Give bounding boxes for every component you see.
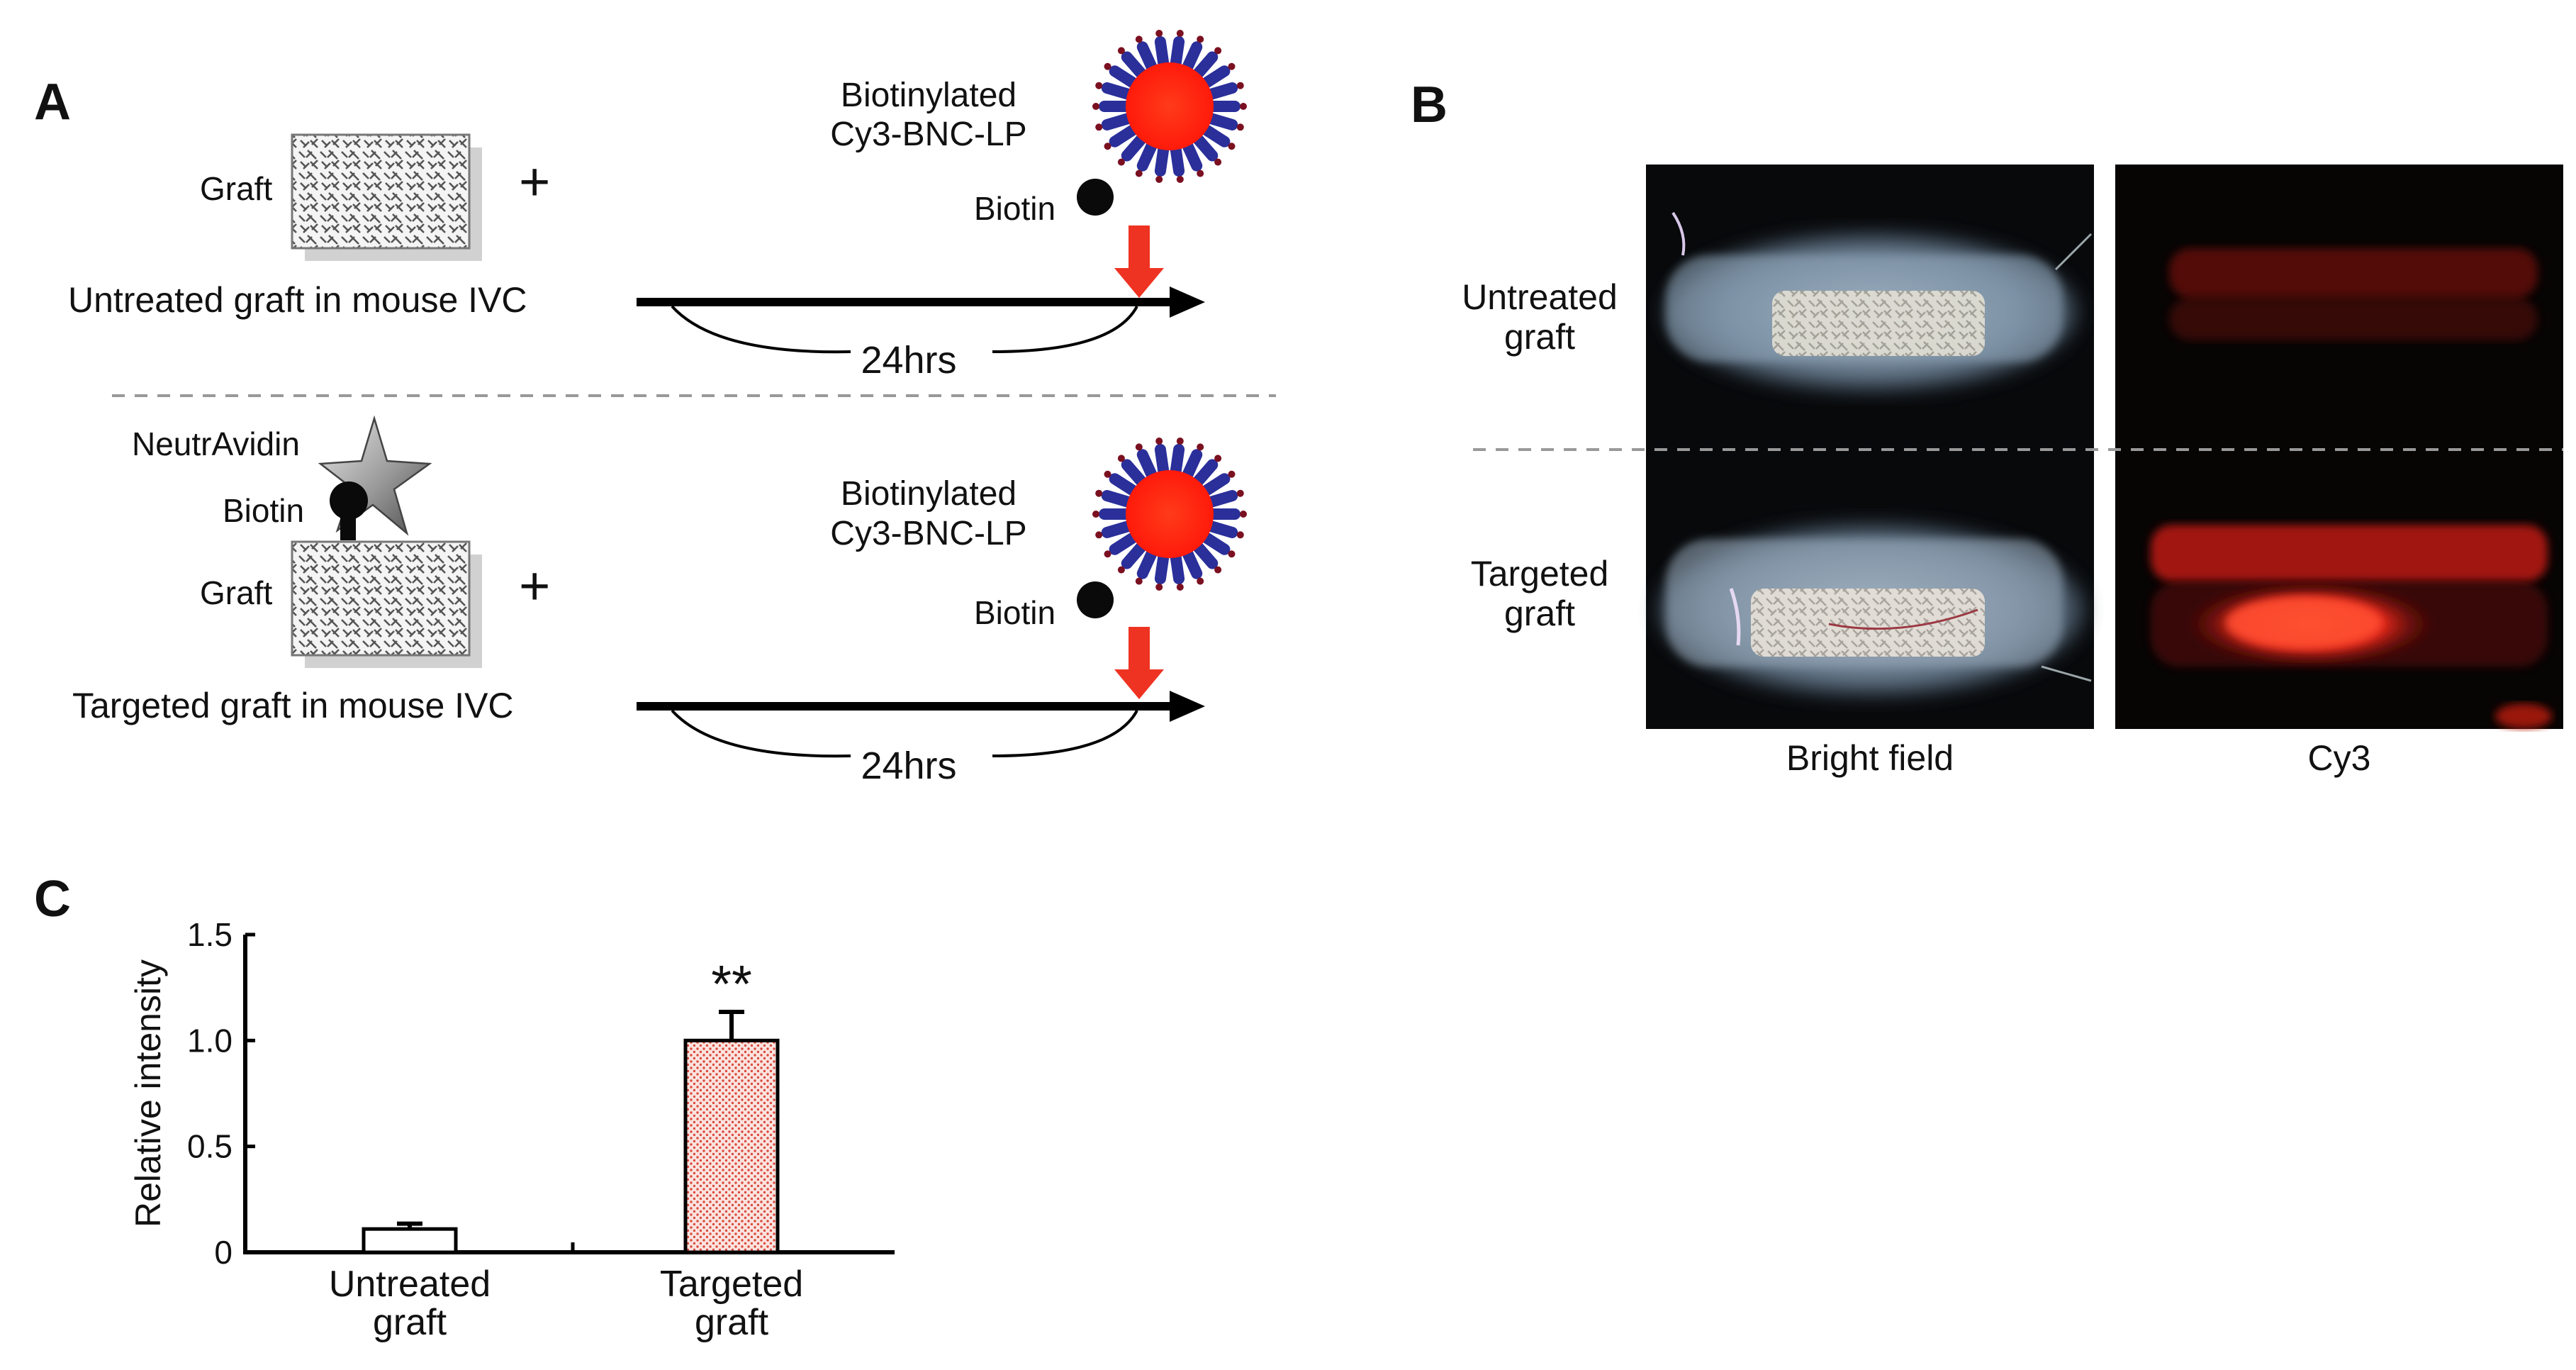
category-label: graft — [373, 1302, 447, 1343]
category-label: Untreated — [329, 1264, 491, 1305]
category-label: graft — [695, 1302, 769, 1343]
graft-label: Graft — [200, 170, 272, 207]
particle-label-line1: Biotinylated — [841, 475, 1017, 513]
particle-label-line2: Cy3-BNC-LP — [830, 515, 1026, 552]
graft-mesh — [291, 540, 471, 657]
panel-label-a: A — [34, 74, 71, 130]
bar — [362, 1227, 458, 1254]
graft-biotin-stem — [340, 512, 356, 540]
panel-a-untreated-row: Graft + Untreated graft in mouse IVC Bio… — [68, 30, 1247, 382]
y-axis-label: Relative intensity — [128, 959, 168, 1227]
time-label: 24hrs — [861, 339, 956, 382]
particle-label-line2: Cy3-BNC-LP — [830, 116, 1026, 153]
bright-field-image — [1646, 165, 2094, 729]
timeline-arrow-icon — [637, 691, 1205, 722]
graft-label: Graft — [200, 574, 272, 611]
panel-label-b: B — [1411, 77, 1447, 133]
biotin-ball-icon — [1077, 581, 1114, 618]
cy3-bnc-lp-particle-icon — [1092, 438, 1247, 591]
bar — [683, 1038, 780, 1254]
y-tick-label: 1.0 — [187, 1022, 233, 1059]
y-tick-label: 1.5 — [187, 916, 233, 953]
injection-arrow-icon — [1114, 225, 1164, 298]
y-tick-label: 0.5 — [187, 1128, 233, 1165]
panel-label-c: C — [34, 871, 71, 928]
row-caption: Targeted graft in mouse IVC — [72, 686, 514, 725]
plus-sign: + — [519, 152, 550, 212]
graft-biotin-ball-icon — [330, 481, 368, 520]
row-label-line1: Untreated — [1462, 277, 1618, 317]
cy3-image — [2115, 165, 2563, 729]
timeline-arrow-icon — [637, 286, 1205, 318]
y-tick-label: 0 — [214, 1234, 233, 1271]
time-label: 24hrs — [861, 745, 956, 787]
column-label: Bright field — [1786, 738, 1954, 778]
row-label-line1: Targeted — [1471, 554, 1609, 594]
biotin-ball-icon — [1077, 179, 1114, 216]
row-label-line2: graft — [1504, 317, 1575, 357]
biotin-label: Biotin — [974, 190, 1055, 227]
graft-biotin-label: Biotin — [223, 492, 304, 529]
biotin-label: Biotin — [974, 594, 1055, 631]
injection-arrow-icon — [1114, 627, 1164, 699]
neutravidin-star-icon — [318, 415, 432, 536]
panel-a-targeted-row: NeutrAvidin Biotin Graft + Targeted graf… — [72, 415, 1247, 787]
time-span-arc — [671, 305, 1138, 354]
cy3-bnc-lp-particle-icon — [1092, 30, 1247, 183]
row-label-line2: graft — [1504, 594, 1575, 633]
panel-b: Untreated graft Targeted graft — [1462, 165, 2563, 778]
time-span-arc — [671, 709, 1138, 758]
graft-mesh — [291, 133, 471, 250]
row-caption: Untreated graft in mouse IVC — [68, 280, 527, 320]
plus-sign: + — [519, 556, 550, 616]
category-label: Targeted — [660, 1264, 803, 1305]
particle-label-line1: Biotinylated — [841, 77, 1017, 114]
column-label: Cy3 — [2308, 738, 2371, 778]
neutravidin-label: NeutrAvidin — [132, 425, 300, 462]
significance-marker: ** — [711, 954, 752, 1013]
